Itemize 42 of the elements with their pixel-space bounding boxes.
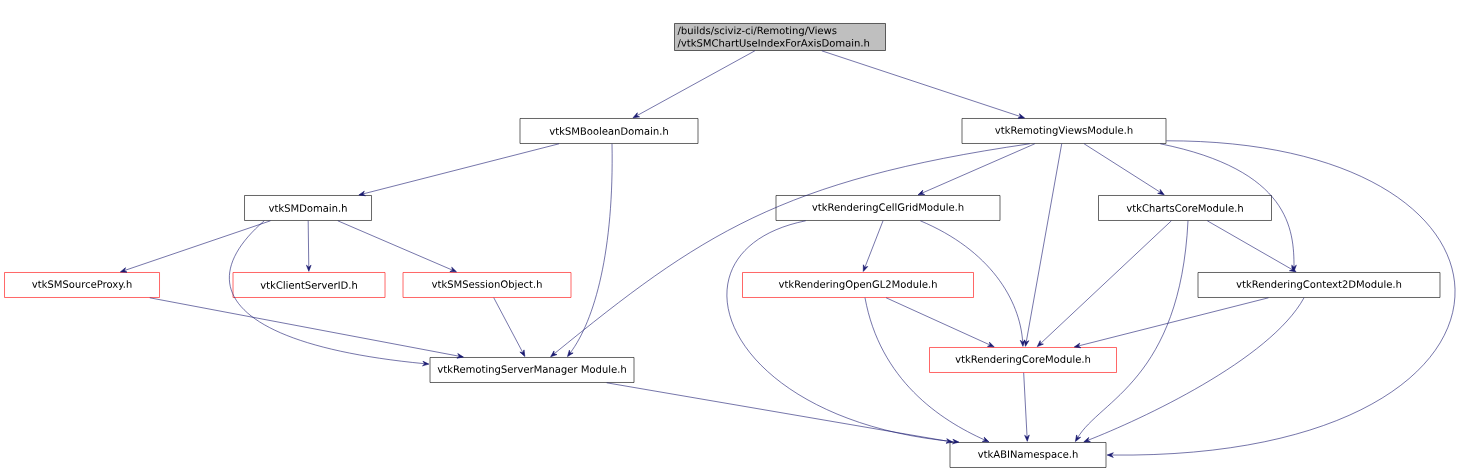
arrow — [632, 50, 756, 119]
arrow — [149, 297, 464, 359]
header-file-box: vtkRenderingCoreModule.h — [929, 347, 1117, 373]
arrow — [920, 220, 1026, 347]
arrow — [727, 220, 960, 445]
arrow — [493, 297, 526, 357]
header-file-box: vtkClientServerID.h — [232, 272, 386, 298]
header-file-box: vtkRenderingContext2DModule.h — [1197, 272, 1441, 298]
header-file-box: vtkSMSessionObject.h — [402, 272, 572, 298]
header-file-box: vtkSMBooleanDomain.h — [519, 118, 699, 144]
arrow — [1106, 140, 1455, 458]
arrow — [821, 50, 1025, 119]
header-file-box: vtkRemotingViewsModule.h — [961, 118, 1167, 144]
header-file-box: vtkABINamespace.h — [949, 442, 1107, 468]
arrow — [1023, 143, 1062, 347]
arrow — [1036, 220, 1172, 347]
arrow — [358, 143, 560, 196]
arrow — [917, 143, 1036, 196]
arrow — [864, 297, 990, 443]
header-file-box: vtkRemotingServerManager Module.h — [429, 357, 635, 383]
header-file-box: /builds/sciviz-ci/Remoting/Views /vtkSMChartUseIndexForAxisDomain.h — [674, 23, 886, 51]
arrow — [1075, 220, 1189, 442]
arrow — [1074, 297, 1269, 349]
arrow — [885, 297, 995, 348]
header-file-box: vtkRenderingOpenGL2Module.h — [742, 272, 974, 298]
arrow — [550, 143, 1030, 357]
arrow — [337, 220, 457, 273]
arrow — [1083, 297, 1305, 443]
header-file-box: vtkSMSourceProxy.h — [4, 272, 160, 298]
header-file-box: vtkRenderingCellGridModule.h — [775, 195, 1001, 221]
arrow — [606, 382, 953, 444]
arrow — [120, 220, 271, 273]
arrow — [567, 143, 613, 357]
header-file-box: vtkSMDomain.h — [244, 195, 372, 221]
header-file-box: vtkChartsCoreModule.h — [1098, 195, 1272, 221]
arrow — [229, 220, 430, 367]
arrow — [863, 220, 884, 272]
arrow — [1206, 220, 1297, 273]
arrow — [1023, 372, 1030, 442]
arrow — [306, 220, 312, 272]
arrow — [1083, 143, 1165, 196]
arrow — [1160, 143, 1297, 272]
